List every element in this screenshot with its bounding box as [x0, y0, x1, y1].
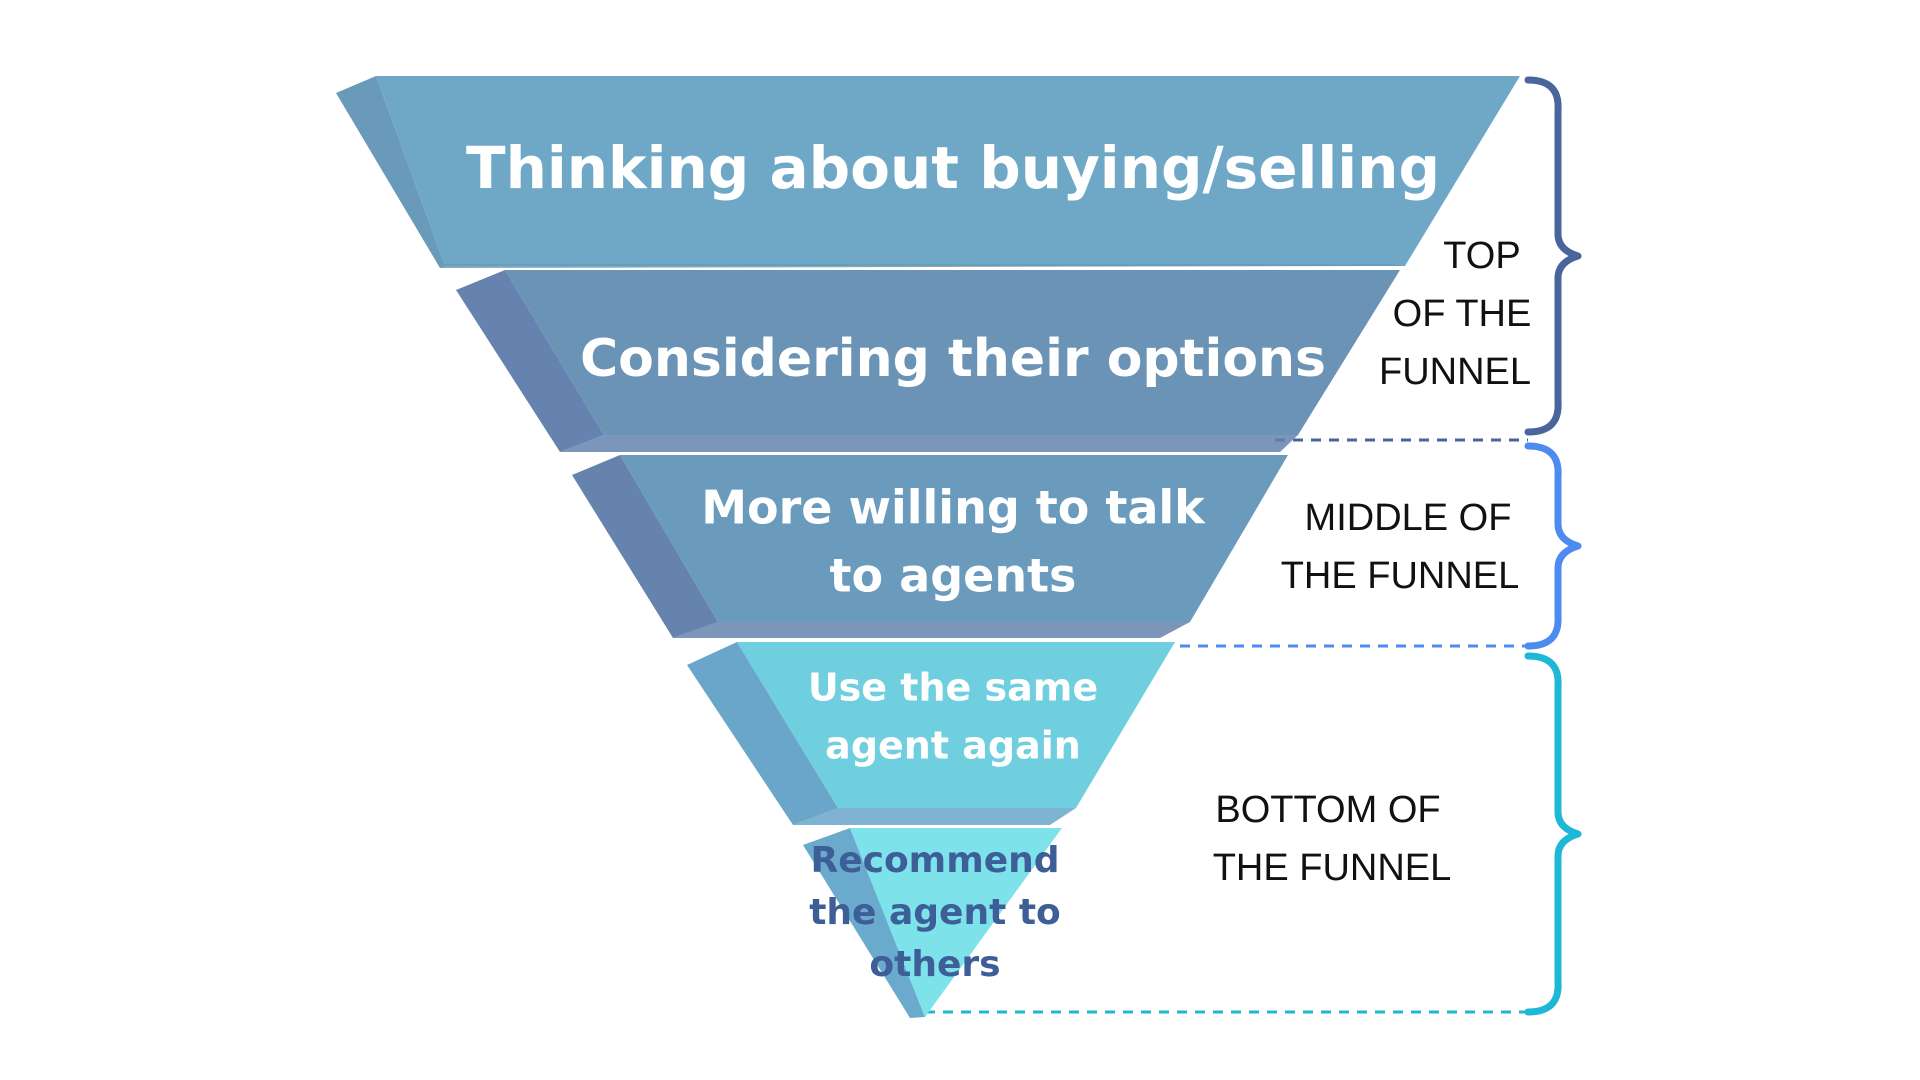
stage-front-face — [850, 828, 1062, 1017]
funnel-stage-2: Considering their options — [456, 270, 1400, 452]
stage-side-face — [803, 828, 925, 1018]
group-label: MIDDLE OF — [1305, 497, 1512, 539]
stage-label: to agents — [830, 549, 1077, 603]
group-label: FUNNEL — [1379, 351, 1531, 393]
group-braces — [1524, 76, 1582, 1016]
curly-brace — [1524, 652, 1582, 1016]
stage-label: Use the same — [808, 666, 1098, 710]
stage-side-face — [336, 76, 445, 268]
curly-brace — [1524, 442, 1582, 650]
funnel-stage-4: Use the same agent again — [687, 642, 1175, 825]
stage-label: the agent to — [809, 892, 1061, 933]
curly-brace — [1524, 76, 1582, 436]
stage-bottom-face — [793, 808, 1076, 825]
stage-bottom-face — [560, 435, 1298, 452]
stage-dividers — [925, 438, 1528, 1014]
stage-label: Recommend — [810, 840, 1059, 881]
group-label: OF THE — [1393, 293, 1532, 335]
stage-label: others — [869, 944, 1000, 985]
stage-label: Considering their options — [580, 329, 1326, 389]
stage-side-face — [572, 455, 718, 638]
group-label: TOP — [1443, 235, 1520, 277]
group-label: BOTTOM OF — [1215, 789, 1440, 831]
funnel: Thinking about buying/sellingConsidering… — [336, 76, 1520, 1018]
stage-label: Thinking about buying/selling — [466, 134, 1440, 202]
stage-side-face — [456, 270, 604, 452]
group-label: THE FUNNEL — [1281, 555, 1520, 597]
group-labels: TOP OF THE FUNNEL MIDDLE OF THE FUNNEL BOTTOM… — [1213, 235, 1532, 889]
stage-front-face — [376, 76, 1520, 266]
stage-front-face — [737, 642, 1175, 808]
stage-label: agent again — [825, 724, 1081, 768]
stage-bottom-face — [440, 264, 1405, 268]
funnel-stage-3: More willing to talk to agents — [572, 455, 1288, 638]
stage-front-face — [620, 455, 1288, 622]
group-label: THE FUNNEL — [1213, 847, 1452, 889]
funnel-stage-1: Thinking about buying/selling — [336, 76, 1520, 268]
stage-label: More willing to talk — [701, 481, 1206, 535]
stage-side-face — [687, 642, 838, 825]
stage-front-face — [505, 270, 1400, 435]
stage-bottom-face — [673, 622, 1190, 638]
funnel-stage-5: Recommend the agent to others — [803, 828, 1062, 1018]
